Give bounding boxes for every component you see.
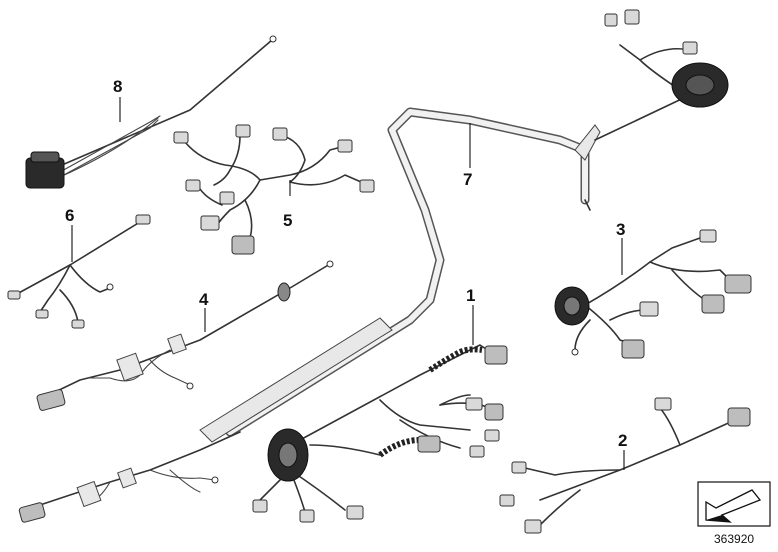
callout-8: 8 [113, 77, 122, 96]
callout-6: 6 [65, 206, 74, 225]
callout-3: 3 [616, 220, 625, 239]
callout-5: 5 [283, 211, 292, 230]
part-4-wiring[interactable] [36, 260, 334, 411]
reference-number: 363920 [714, 532, 754, 546]
part-5-wiring[interactable] [173, 124, 375, 255]
part-2-wiring[interactable] [499, 397, 751, 534]
part-4-lower-wiring[interactable] [18, 431, 241, 523]
part-7-wiring[interactable] [199, 9, 729, 443]
reference-box: 363920 [697, 481, 771, 546]
callout-7: 7 [463, 170, 472, 189]
callout-4: 4 [199, 290, 209, 309]
part-3-wiring[interactable] [554, 229, 752, 359]
callout-2: 2 [618, 431, 627, 450]
callout-1: 1 [466, 286, 475, 305]
part-6-wiring[interactable] [7, 214, 151, 329]
arrow-icon [705, 489, 762, 523]
part-1-wiring[interactable] [252, 344, 508, 523]
part-8-wiring[interactable] [25, 35, 277, 189]
callout-leaders [71, 97, 625, 470]
